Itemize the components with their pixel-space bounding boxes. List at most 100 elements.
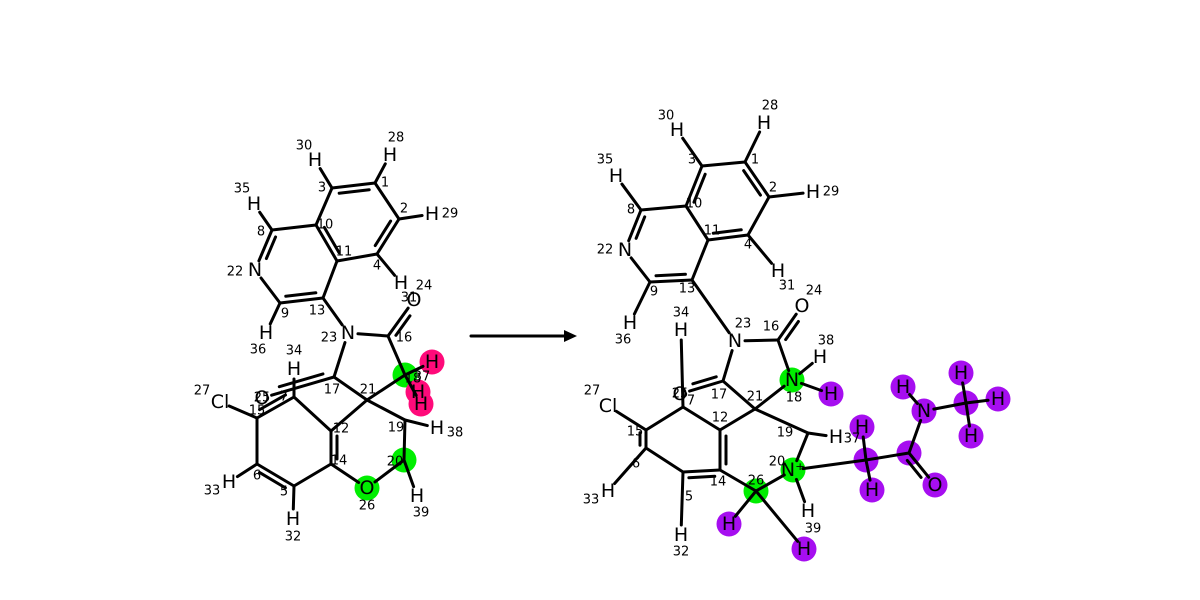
atom-labels: NNOOOClHHHHHHHHHHHHHHNN⁺NNOOClHHHHHHHHHH… [211, 112, 1005, 560]
bond-R1-R28 [743, 130, 762, 164]
atom-index-R35: 35 [597, 153, 614, 168]
bond-R22-R9 [629, 256, 652, 284]
atom-label-RP12: H [954, 362, 968, 384]
atom-index-R8: 8 [627, 203, 635, 218]
atom-index-R3: 3 [688, 153, 696, 168]
bond-R15-R27 [614, 409, 648, 432]
bond-double-R16-R24 [784, 320, 800, 342]
atom-index-L32: 32 [285, 530, 302, 545]
bond-L2-L4 [375, 217, 401, 256]
highlight-RP12 [948, 360, 974, 386]
atom-label-R39: H [801, 500, 815, 522]
atom-label-R23: N [728, 330, 742, 352]
atom-index-R7: 7 [687, 394, 695, 409]
bond-R20-RP5 [801, 458, 868, 471]
atom-index-L16: 16 [396, 331, 413, 346]
atom-label-R37: H [829, 426, 843, 448]
atom-index-L34: 34 [286, 344, 303, 359]
bond-R16-R18 [776, 338, 791, 373]
atom-index-R38: 38 [818, 334, 835, 349]
bond-double-RP7-RP8 [905, 458, 923, 479]
bond-L16-L18 [386, 334, 407, 377]
bond-L17-L25 [270, 375, 336, 397]
bond-R21-R12 [718, 407, 757, 432]
atom-label-RP2: H [722, 513, 736, 535]
atom-index-R28: 28 [762, 99, 779, 114]
bond-L4-L11 [335, 252, 379, 263]
atom-index-L19: 19 [388, 421, 405, 436]
atom-label-R20: N⁺ [781, 459, 805, 481]
bond-R13-R11 [690, 238, 710, 282]
atom-index-L23: 23 [321, 331, 338, 346]
highlight-RP13 [985, 386, 1011, 412]
atom-index-L20: 20 [387, 455, 404, 470]
atom-label-RP4: H [855, 416, 869, 438]
bonds [227, 130, 990, 543]
atom-label-R30: H [670, 119, 684, 141]
atom-label-R35: H [609, 165, 623, 187]
atom-label-L38: H [430, 417, 444, 439]
bond-R19-R37 [806, 431, 828, 438]
atom-index-R32: 32 [673, 545, 690, 560]
atom-label-L22: N [248, 259, 262, 281]
atom-label-L39: H [410, 485, 424, 507]
bond-R7-R34 [679, 338, 685, 409]
atom-index-L3: 3 [318, 181, 326, 196]
atom-index-R16: 16 [763, 320, 780, 335]
bond-L1-L2 [373, 181, 401, 221]
atom-label-LH1: H [425, 351, 439, 373]
bond-R10-R3 [684, 164, 704, 208]
bond-R2-R29 [767, 191, 805, 199]
bond-R18-R21 [753, 384, 786, 411]
bond-R8-R35 [620, 182, 643, 212]
atom-index-L13: 13 [309, 304, 326, 319]
bond-L3-L30 [318, 167, 334, 190]
bond-L15-L27 [227, 404, 259, 420]
bond-L9-L36 [268, 301, 282, 326]
atom-index-L6: 6 [253, 469, 261, 484]
bond-L4-L31 [375, 252, 397, 277]
bond-double-R4-R11 [711, 228, 743, 235]
bond-L20-L39 [402, 458, 416, 489]
atom-label-R34: H [674, 319, 688, 341]
atom-index-R36: 36 [615, 333, 632, 348]
bond-L19-L38 [403, 418, 429, 428]
atom-label-R28: H [757, 112, 771, 134]
atom-index-R23: 23 [735, 317, 752, 332]
atom-label-R29: H [806, 181, 820, 203]
bond-R17-R25 [688, 379, 725, 393]
atom-index-L7: 7 [280, 390, 288, 405]
bond-R2-R4 [746, 195, 771, 237]
bond-double-L3-L1 [337, 188, 371, 195]
bond-RP7-RP8 [907, 451, 931, 479]
atom-label-R36: H [623, 312, 637, 334]
bond-R23-R16 [743, 338, 780, 343]
atom-label-R31: H [771, 260, 785, 282]
bond-double-L6-L5 [257, 470, 287, 490]
atom-label-RP13: H [991, 388, 1005, 410]
bond-RP7-RP9 [907, 418, 923, 455]
atom-index-R39: 39 [805, 522, 822, 537]
bond-R3-R1 [700, 160, 747, 168]
atom-label-L33: H [222, 471, 236, 493]
bond-double-R17-R25 [691, 375, 718, 386]
reaction-arrow [469, 330, 577, 342]
atom-index-L21: 21 [360, 383, 377, 398]
bond-L10-L8 [270, 223, 318, 232]
atom-index-R37: 37 [844, 432, 861, 447]
atom-index-R20: 20 [769, 455, 786, 470]
bond-R7-R15 [644, 405, 685, 432]
bond-double-L11-L10 [322, 225, 341, 255]
atom-index-R25: 25 [672, 387, 689, 402]
bond-R5-R32 [679, 470, 685, 527]
atom-index-L15: 15 [249, 404, 266, 419]
highlight-RP4 [849, 414, 875, 440]
bond-double-R10-R3 [692, 172, 707, 204]
atom-label-L27: Cl [211, 391, 230, 413]
atom-index-R29: 29 [823, 185, 840, 200]
atom-index-R13: 13 [679, 282, 696, 297]
atom-index-L9: 9 [281, 307, 289, 322]
bond-L10-L3 [314, 186, 334, 227]
atom-label-L36: H [259, 322, 273, 344]
